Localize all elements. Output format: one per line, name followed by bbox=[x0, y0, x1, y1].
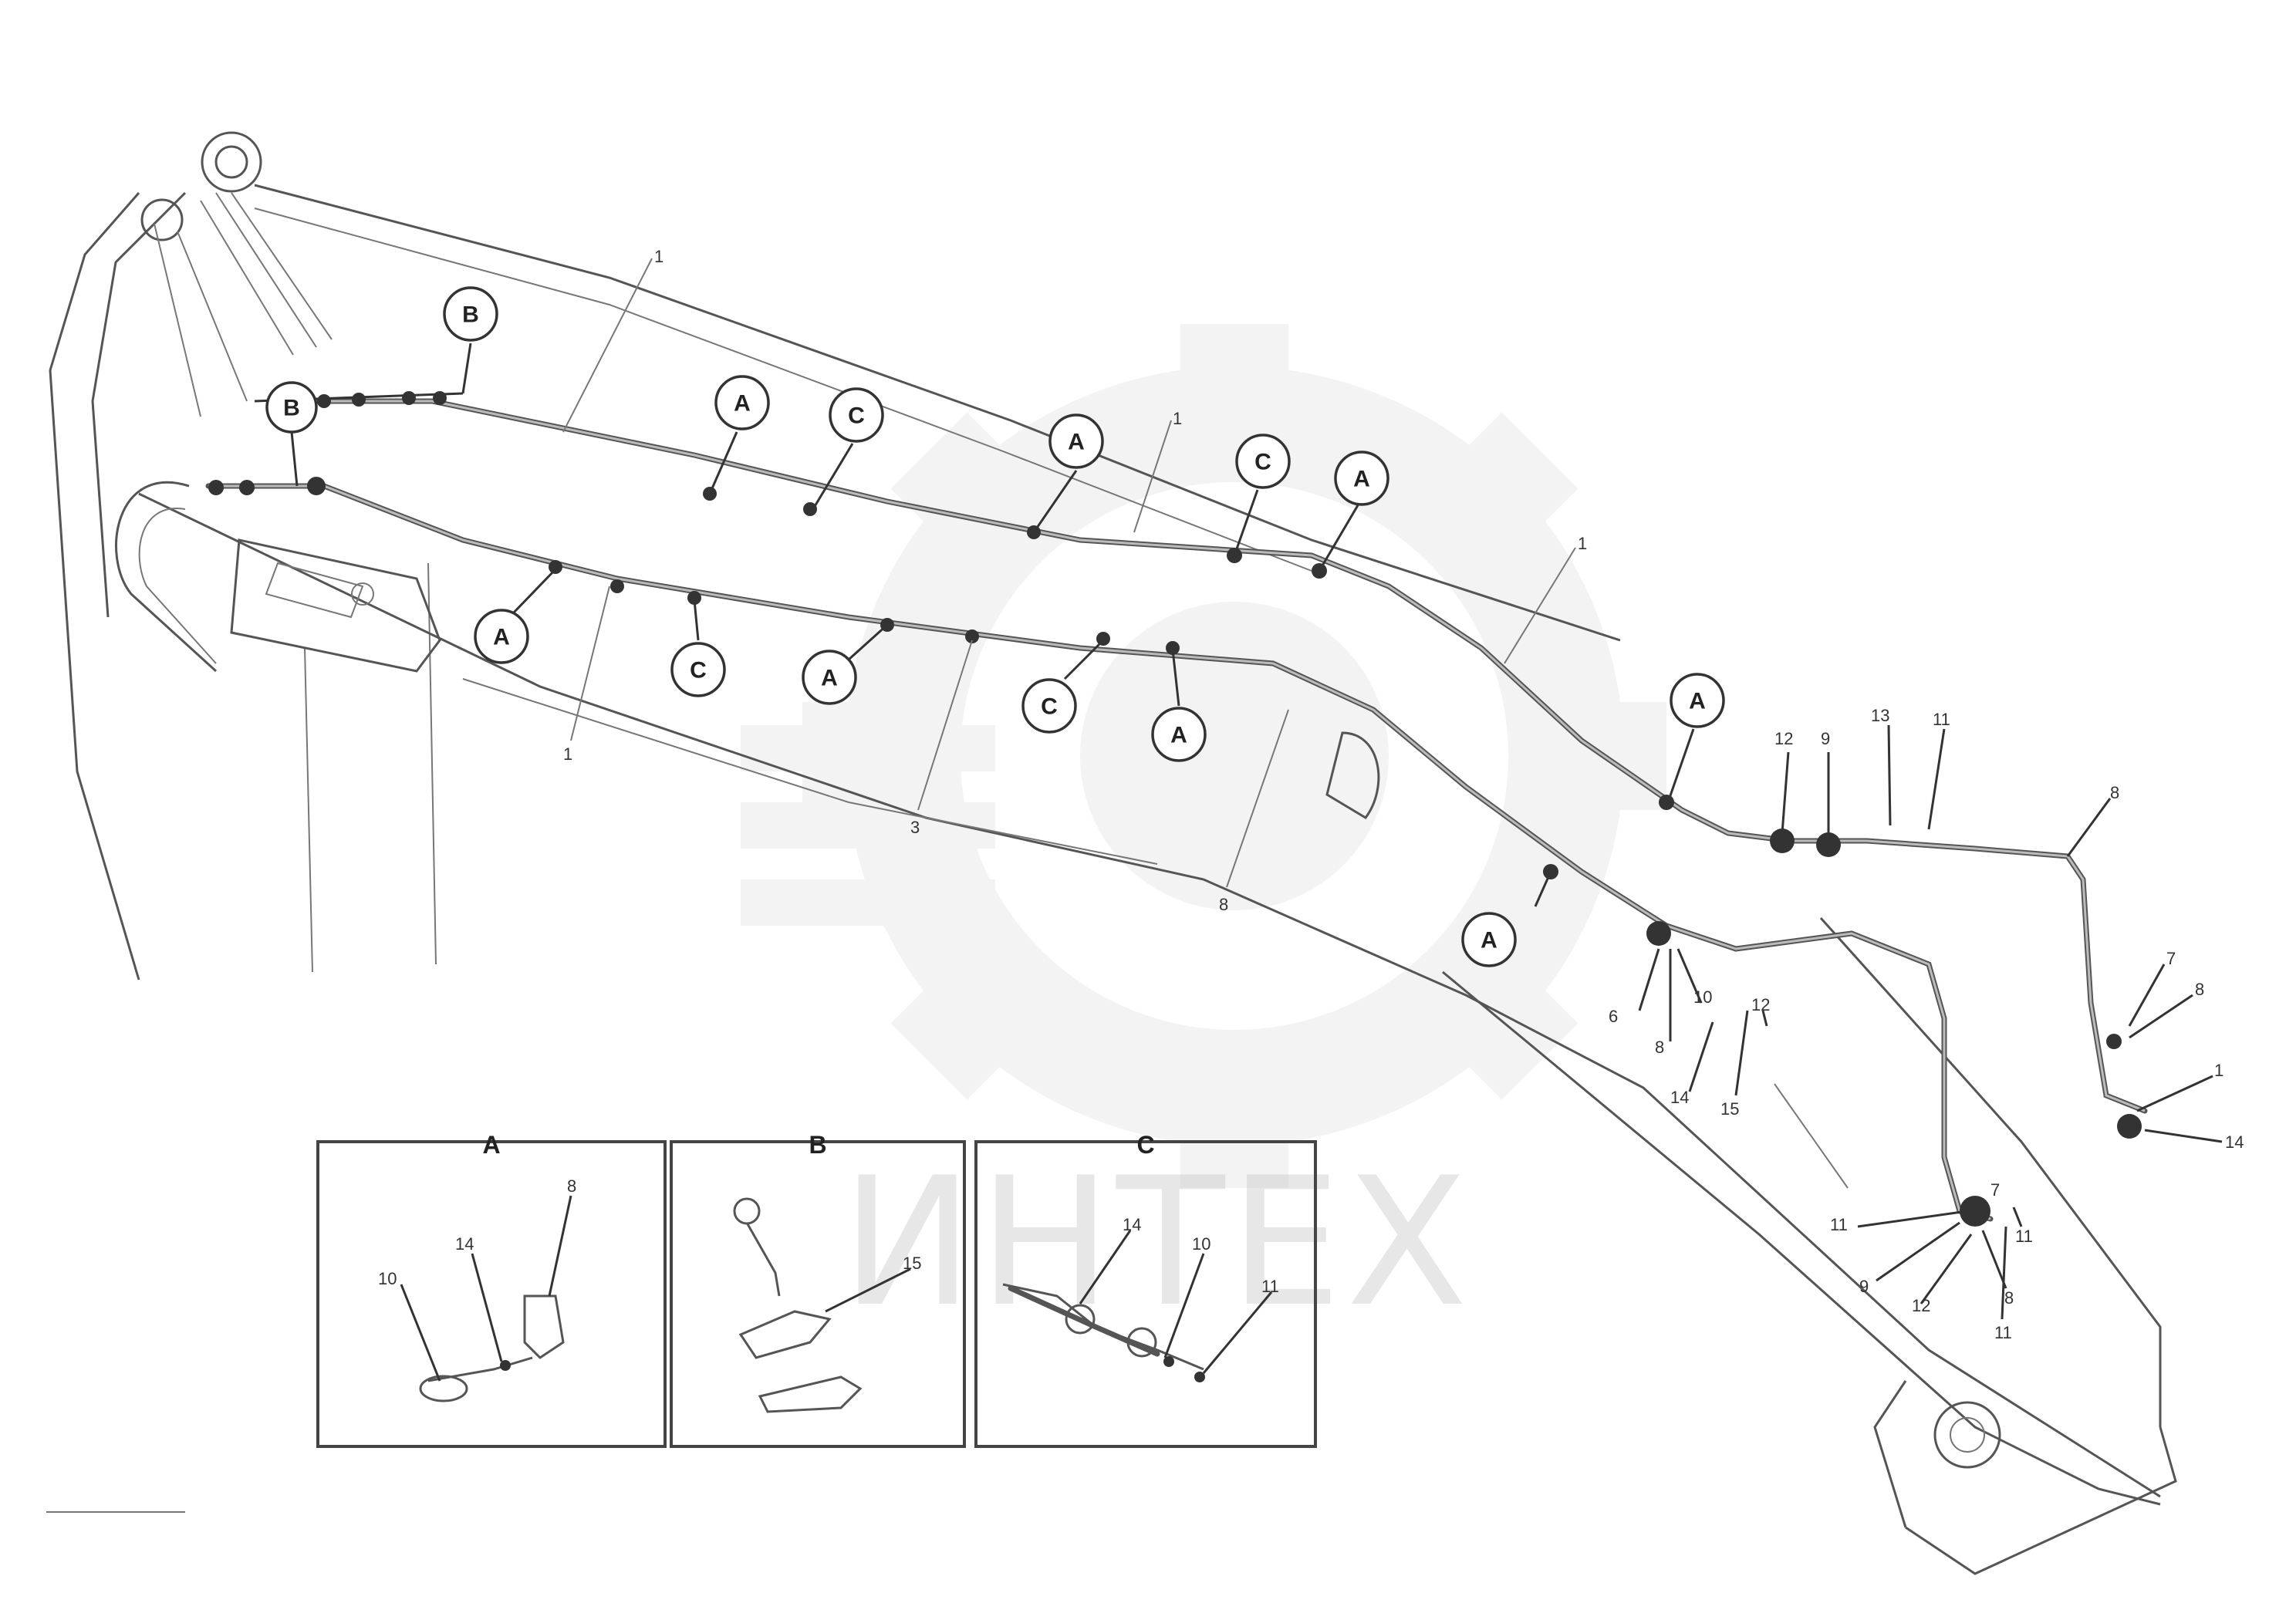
part-number: 15 bbox=[903, 1254, 921, 1273]
boom-structure bbox=[49, 131, 2177, 1575]
part-number: 8 bbox=[2004, 1288, 2014, 1308]
watermark-text: ИНТЕХ bbox=[841, 1140, 1472, 1346]
part-number: 10 bbox=[378, 1269, 397, 1288]
part-number: 9 bbox=[1859, 1277, 1869, 1296]
svg-text:A: A bbox=[1170, 723, 1187, 748]
callout-marker: A bbox=[1318, 451, 1389, 572]
hose-runs bbox=[205, 392, 2148, 1222]
part-number: 11 bbox=[1994, 1323, 2012, 1342]
callout-marker: C bbox=[812, 387, 884, 508]
svg-text:A: A bbox=[1689, 689, 1706, 714]
part-number: 7 bbox=[2166, 949, 2176, 968]
gear-icon bbox=[741, 324, 1666, 1188]
part-number: 10 bbox=[1192, 1234, 1210, 1254]
detail-view-b: B 15 bbox=[670, 1131, 966, 1448]
part-number: 12 bbox=[1912, 1296, 1930, 1315]
svg-text:A: A bbox=[482, 1131, 500, 1159]
part-number: 10 bbox=[1693, 987, 1712, 1007]
part-number: 13 bbox=[1871, 706, 1889, 725]
part-number: 1 bbox=[1173, 409, 1182, 428]
part-number: 6 bbox=[1609, 1007, 1618, 1026]
callout-marker: A bbox=[1032, 413, 1104, 533]
part-number: 14 bbox=[1670, 1088, 1689, 1107]
svg-text:C: C bbox=[1254, 450, 1271, 475]
svg-text:A: A bbox=[1481, 928, 1497, 953]
callout-marker: B bbox=[265, 381, 318, 487]
callout-marker: B bbox=[443, 286, 498, 394]
part-number: 11 bbox=[2015, 1227, 2033, 1246]
part-number: 14 bbox=[1123, 1215, 1141, 1234]
detail-view-a: A 8 14 10 bbox=[316, 1131, 667, 1448]
svg-text:C: C bbox=[1041, 694, 1058, 720]
callout-marker: A bbox=[802, 623, 889, 705]
callout-marker: C bbox=[670, 599, 726, 697]
callout-marker: A bbox=[1666, 673, 1725, 803]
part-number: 15 bbox=[1720, 1099, 1739, 1119]
part-number: 11 bbox=[1933, 710, 1950, 729]
part-number: 1 bbox=[1578, 534, 1587, 553]
part-number: 8 bbox=[1655, 1038, 1664, 1057]
svg-text:A: A bbox=[1353, 467, 1370, 492]
callout-marker: A bbox=[708, 375, 770, 494]
part-number: 14 bbox=[2225, 1132, 2244, 1152]
part-number: 3 bbox=[910, 818, 920, 837]
part-number: 8 bbox=[2110, 783, 2119, 802]
svg-text:B: B bbox=[462, 302, 479, 328]
part-number: 14 bbox=[455, 1234, 474, 1254]
detail-view-c: C 14 10 11 bbox=[974, 1131, 1317, 1448]
callout-marker: A bbox=[1461, 871, 1552, 967]
svg-text:A: A bbox=[734, 391, 751, 417]
part-numbers: 1 1 1 1 3 8 12 9 13 11 8 7 8 1 14 6 8 10 bbox=[562, 247, 2244, 1342]
svg-text:A: A bbox=[821, 666, 838, 691]
part-number: 9 bbox=[1821, 729, 1830, 748]
part-number: 1 bbox=[2214, 1061, 2223, 1080]
svg-text:A: A bbox=[493, 625, 510, 650]
svg-text:C: C bbox=[690, 658, 707, 683]
callout-marker: C bbox=[1233, 434, 1291, 556]
callout-marker: A bbox=[474, 568, 557, 664]
part-number: 12 bbox=[1774, 729, 1793, 748]
svg-text:B: B bbox=[283, 396, 300, 421]
part-number: 8 bbox=[1219, 895, 1228, 914]
part-number: 1 bbox=[654, 247, 663, 266]
callout-marker: A bbox=[1151, 649, 1207, 762]
callout-marker: C bbox=[1021, 639, 1105, 734]
svg-text:C: C bbox=[848, 403, 865, 429]
part-number: 11 bbox=[1830, 1215, 1848, 1234]
part-number: 7 bbox=[1990, 1180, 2000, 1200]
svg-text:B: B bbox=[809, 1131, 826, 1159]
part-number: 11 bbox=[1261, 1277, 1279, 1296]
svg-text:A: A bbox=[1068, 430, 1085, 455]
svg-text:C: C bbox=[1136, 1131, 1154, 1159]
part-number: 12 bbox=[1751, 995, 1770, 1014]
part-number: 8 bbox=[567, 1176, 576, 1196]
callouts: B B A C A C A bbox=[265, 286, 1725, 967]
part-number: 1 bbox=[563, 744, 572, 764]
part-number: 8 bbox=[2195, 980, 2204, 999]
